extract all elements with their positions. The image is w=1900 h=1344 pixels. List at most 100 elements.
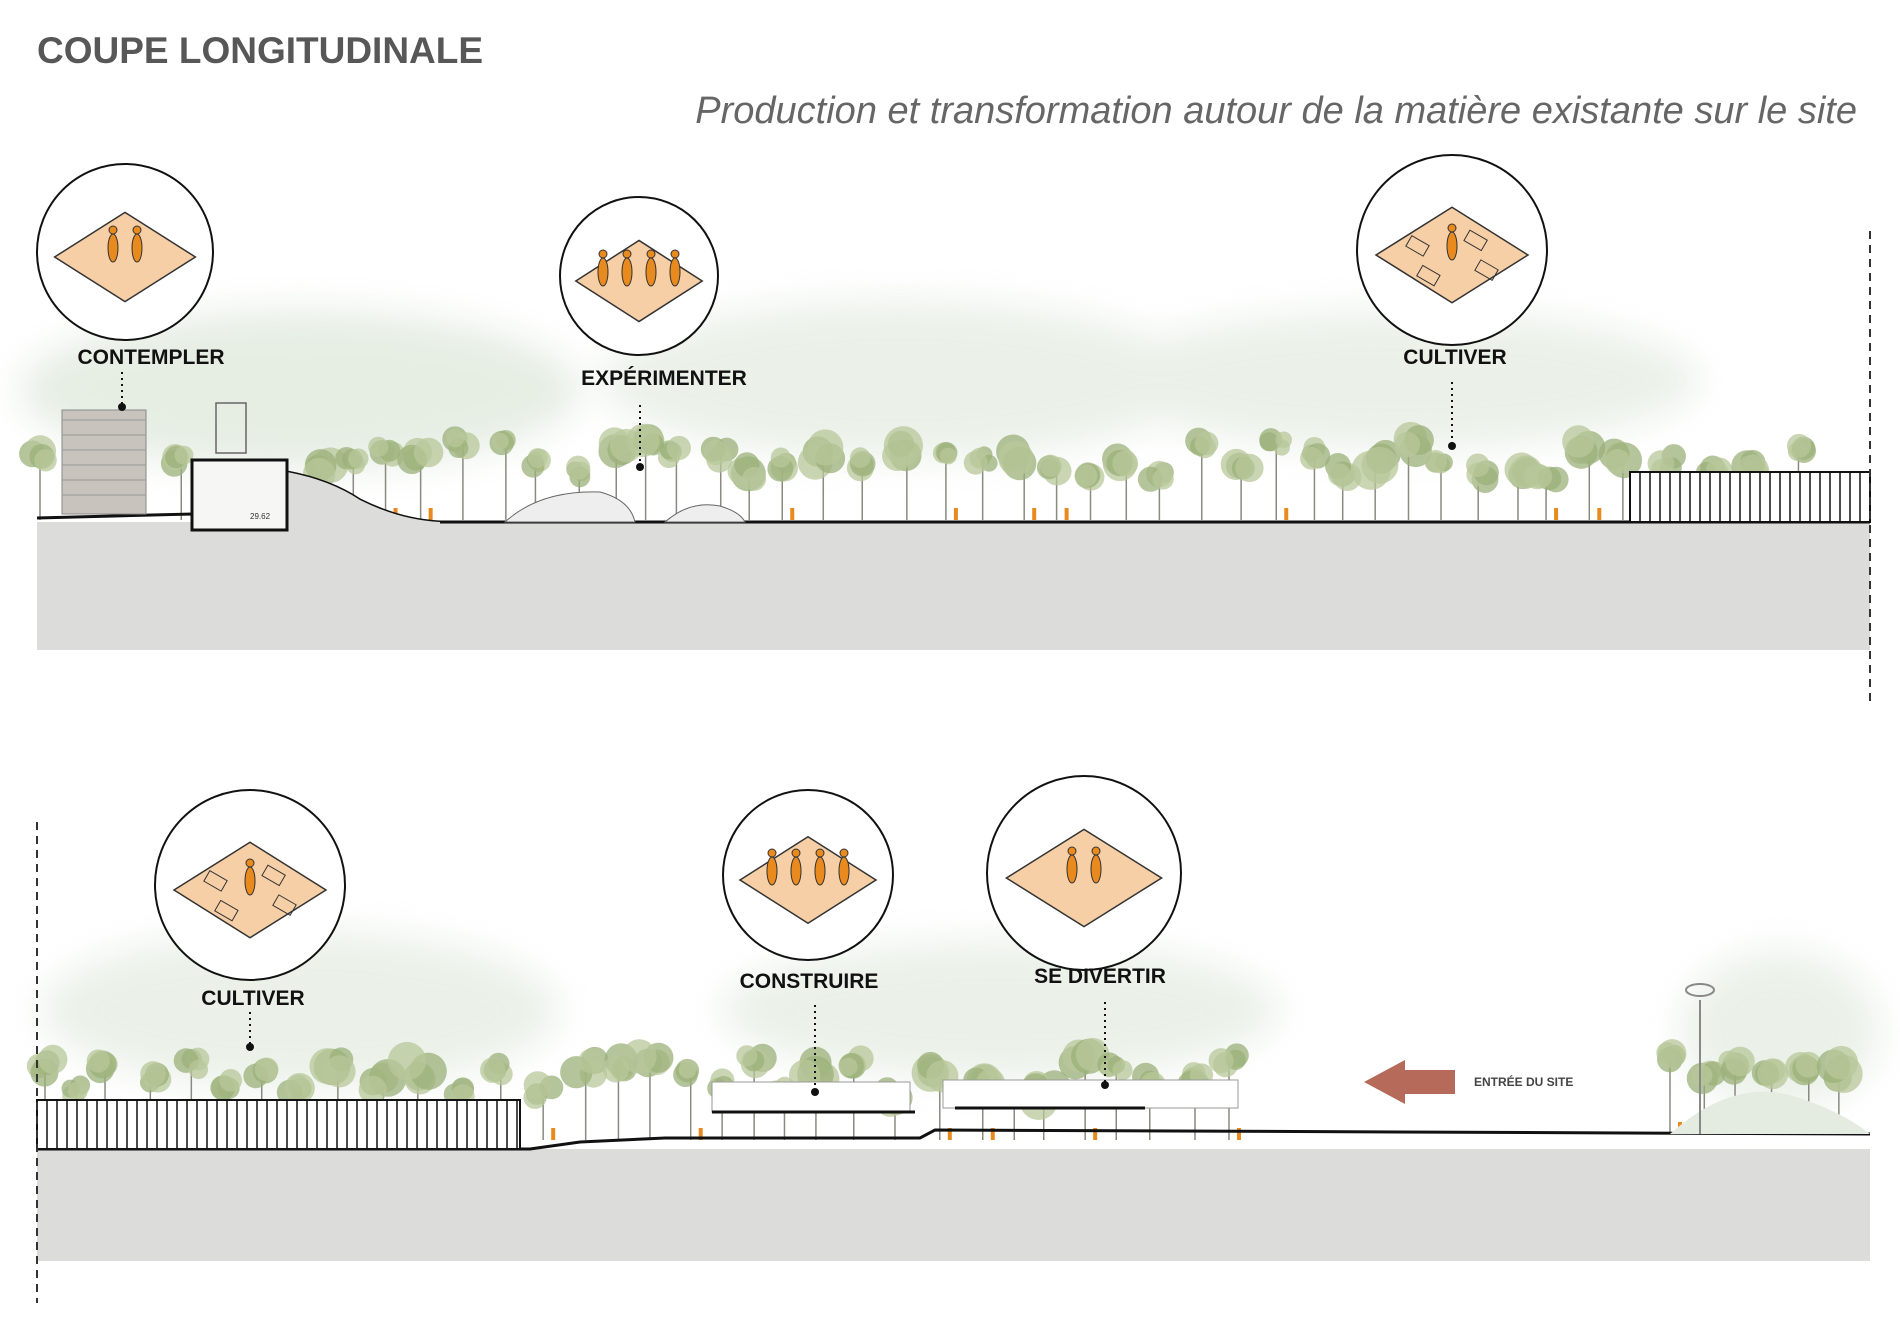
tram-icon [215, 402, 247, 454]
elevation-label: 29.62 [250, 512, 271, 521]
tree [1598, 438, 1643, 520]
observation-tower [61, 409, 147, 515]
tree [700, 436, 739, 520]
tree [523, 1071, 564, 1140]
tree [1102, 443, 1139, 520]
person-figure [428, 508, 433, 520]
tree [1300, 436, 1331, 520]
tree [1259, 428, 1293, 520]
person-figure [1284, 508, 1289, 520]
page-subtitle: Production et transformation autour de l… [695, 90, 1857, 132]
tree [387, 1041, 447, 1140]
workshop-building [711, 1081, 911, 1113]
tree-row-section-1 [19, 421, 1817, 520]
ground-line-2 [37, 1128, 1871, 1151]
tree [996, 434, 1037, 520]
cultivate-icon [1356, 154, 1548, 346]
label-se-divertir: SE DIVERTIR [1034, 965, 1166, 988]
ground-section-1 [37, 522, 1870, 650]
contemplate-icon [36, 163, 214, 341]
material-pile [503, 491, 636, 523]
person-figure [1554, 508, 1559, 520]
entrance-arrow-icon [1364, 1060, 1455, 1104]
tree [1816, 1045, 1863, 1134]
experiment-icon [722, 789, 894, 961]
tree [243, 1057, 279, 1140]
person-figure [698, 1128, 703, 1140]
tree [368, 436, 406, 520]
tree [566, 455, 591, 520]
tree [1351, 439, 1401, 520]
tree [1562, 425, 1606, 520]
experiment-icon [559, 196, 719, 356]
tree [657, 435, 691, 520]
watercolor-haze [20, 300, 1880, 1110]
section-2 [36, 822, 1871, 1303]
tree [963, 446, 998, 520]
tree [622, 1039, 674, 1140]
label-construire: CONSTRUIRE [739, 970, 879, 993]
person-figure [990, 1128, 995, 1140]
tree [19, 435, 57, 520]
tree [521, 448, 551, 520]
tree [598, 427, 644, 520]
label-cultiver-2: CULTIVER [201, 987, 305, 1010]
tree [335, 446, 369, 520]
tree [358, 1059, 407, 1140]
tree [1137, 460, 1174, 520]
tree [1208, 1043, 1249, 1140]
tree [139, 1061, 172, 1140]
tree [626, 423, 665, 520]
person-figure [947, 1128, 952, 1140]
leader-dots [118, 403, 1456, 1096]
tree [1686, 1060, 1726, 1134]
person-figure [1032, 508, 1037, 520]
tree [1185, 427, 1219, 520]
person-figure [790, 508, 795, 520]
tree [932, 442, 958, 520]
tree [1036, 454, 1072, 520]
tree [160, 444, 194, 520]
tree [442, 426, 480, 520]
tram-tunnel [190, 458, 289, 532]
person-figure [551, 1128, 556, 1140]
person-figure [1093, 1128, 1098, 1140]
page-title: COUPE LONGITUDINALE [37, 30, 484, 71]
tree-row-section-2 [26, 1037, 1863, 1140]
tree [767, 447, 798, 520]
tree [1466, 453, 1499, 520]
tree [797, 429, 846, 520]
leader-lines [121, 372, 1453, 1090]
tree [210, 1069, 242, 1140]
person-figure [1236, 1128, 1241, 1140]
entertain-icon [986, 775, 1182, 971]
tree [1656, 1039, 1687, 1134]
person-figure [953, 508, 958, 520]
material-pile [663, 504, 746, 523]
tree [1524, 463, 1569, 520]
tree [736, 1043, 777, 1140]
tree [673, 1058, 703, 1140]
label-experimenter: EXPÉRIMENTER [581, 367, 747, 390]
tree [882, 426, 924, 520]
person-figure [1597, 508, 1602, 520]
tree [846, 447, 876, 520]
person-figure [1064, 508, 1069, 520]
entrance-label: ENTRÉE DU SITE [1474, 1075, 1574, 1089]
tree [727, 452, 767, 520]
cultivate-icon [154, 789, 346, 981]
label-cultiver-1: CULTIVER [1403, 346, 1507, 369]
tree [309, 1047, 356, 1140]
pavilion-building [942, 1079, 1239, 1109]
tree [560, 1046, 609, 1140]
tree [489, 429, 516, 520]
tree [1220, 448, 1264, 520]
ground-section-2 [37, 1149, 1870, 1261]
tree [1424, 450, 1453, 520]
tree [1074, 462, 1105, 520]
tree [1393, 421, 1434, 520]
tree [1097, 1052, 1133, 1140]
label-contempler: CONTEMPLER [77, 346, 225, 369]
section-1 [36, 231, 1871, 706]
